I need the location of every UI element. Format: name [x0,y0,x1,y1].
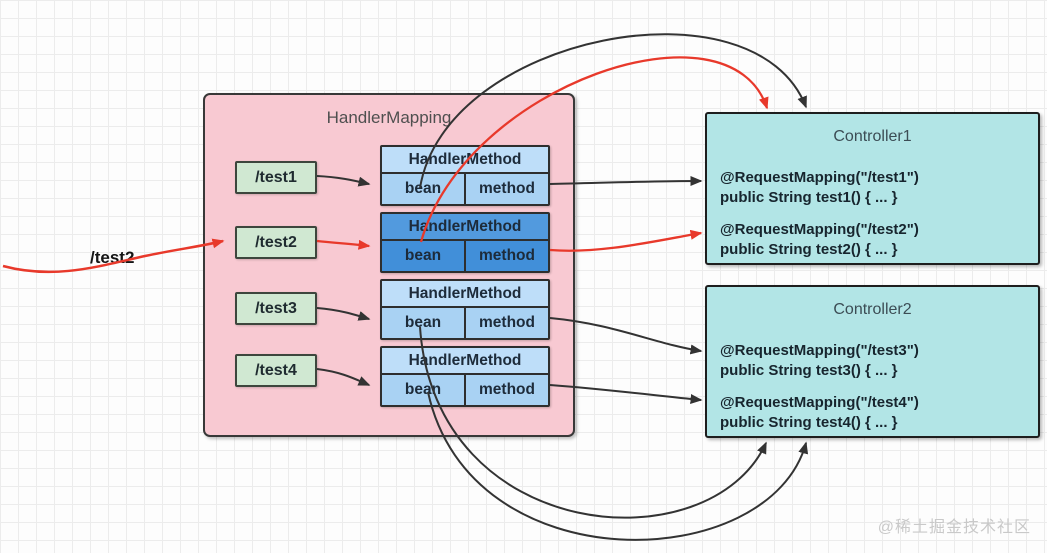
handler-method-row: bean method [382,241,548,271]
handler-method-title: HandlerMethod [382,348,548,375]
handler-method-title: HandlerMethod [382,147,548,174]
handler-mapping-container: HandlerMapping /test1 /test2 /test3 /tes… [203,93,575,437]
method-cell: method [464,308,548,338]
bean-cell: bean [404,314,442,331]
controller1-method-test1: @RequestMapping("/test1") public String … [720,168,1038,208]
signature-line: public String test3() { ... } [720,362,898,379]
handler-method-table-1: HandlerMethod bean method [380,145,550,206]
controller1-box: Controller1 @RequestMapping("/test1") pu… [705,112,1040,265]
signature-line: public String test2() { ... } [720,241,898,258]
controller2-method-test3: @RequestMapping("/test3") public String … [720,341,1038,381]
handler-method-table-2-highlighted: HandlerMethod bean method [380,212,550,273]
watermark-text: @稀土掘金技术社区 [877,519,1031,536]
signature-line: public String test1() { ... } [720,189,898,206]
path-box-test1: /test1 [235,161,317,194]
method-cell: method [464,174,548,204]
path-box-test3: /test3 [235,292,317,325]
annotation-line: @RequestMapping("/test1") [720,169,919,186]
incoming-request-label: /test2 [90,248,135,267]
method-cell: method [464,375,548,405]
controller2-box: Controller2 @RequestMapping("/test3") pu… [705,285,1040,438]
bean-cell: bean [404,381,442,398]
path-box-test4: /test4 [235,354,317,387]
path-box-test2: /test2 [235,226,317,259]
handler-method-title: HandlerMethod [382,214,548,241]
controller1-title: Controller1 [833,128,912,145]
annotation-line: @RequestMapping("/test4") [720,394,919,411]
signature-line: public String test4() { ... } [720,414,898,431]
handler-method-row: bean method [382,375,548,405]
annotation-line: @RequestMapping("/test3") [720,342,919,359]
handler-mapping-title: HandlerMapping [326,108,452,127]
bean-cell: bean [404,180,442,197]
handler-method-title: HandlerMethod [382,281,548,308]
controller2-method-test4: @RequestMapping("/test4") public String … [720,393,1038,433]
controller2-title: Controller2 [833,301,912,318]
handler-method-row: bean method [382,174,548,204]
method-cell: method [464,241,548,271]
annotation-line: @RequestMapping("/test2") [720,221,919,238]
bean-cell: bean [404,247,442,264]
handler-method-table-4: HandlerMethod bean method [380,346,550,407]
handler-method-table-3: HandlerMethod bean method [380,279,550,340]
handler-method-row: bean method [382,308,548,338]
controller1-method-test2: @RequestMapping("/test2") public String … [720,220,1038,260]
